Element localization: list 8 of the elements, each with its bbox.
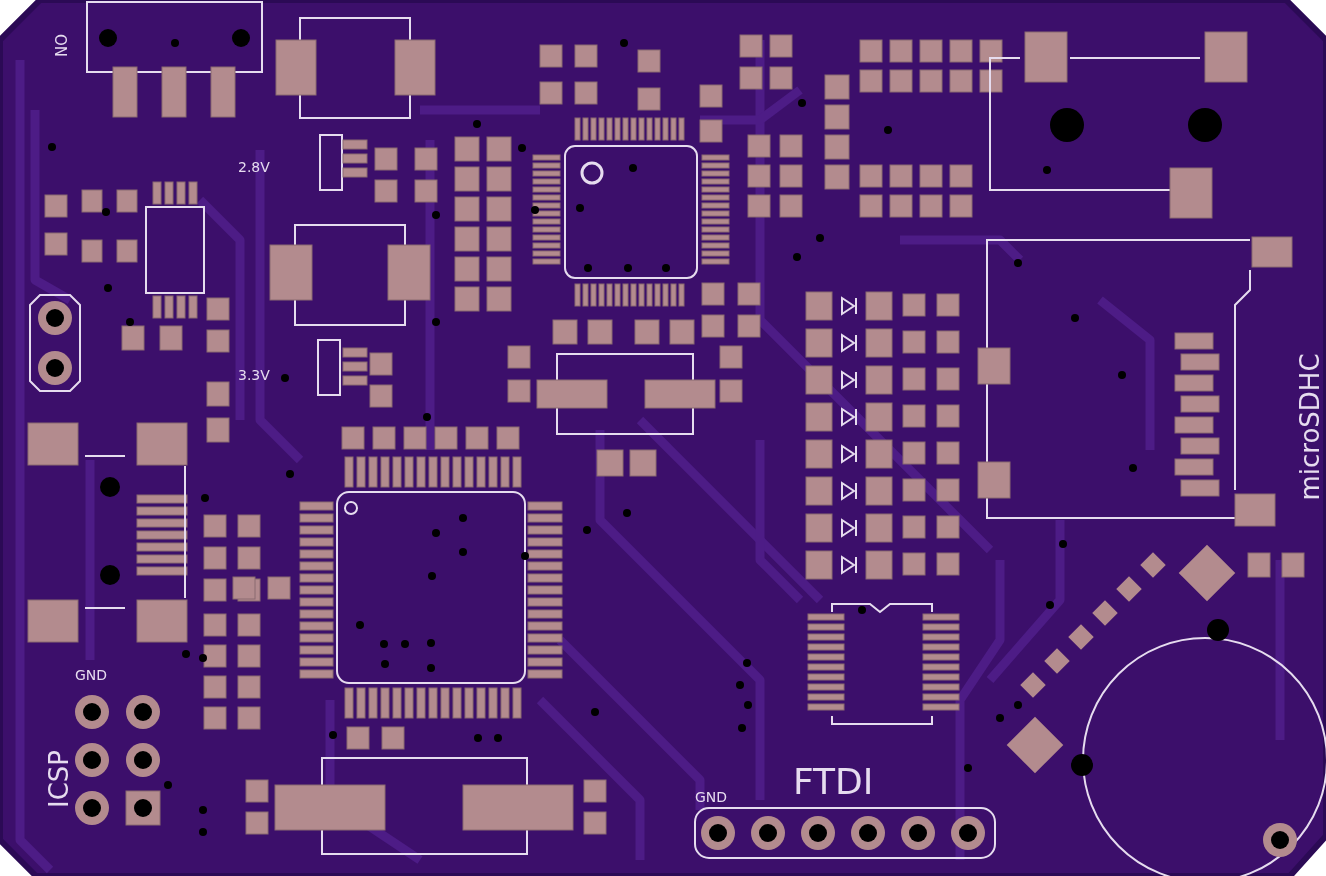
silkscreen-label: ON [52,34,67,57]
silkscreen-label: FTDI [793,764,874,800]
silkscreen-label: 2.8V [238,160,270,174]
silkscreen-label: 3.3V [238,368,270,382]
silkscreen-label: microSDHC [1296,353,1323,501]
silkscreen-label: ICSP [46,750,72,808]
silkscreen-label: GND [75,668,108,682]
silkscreen-label: GND [695,790,728,804]
